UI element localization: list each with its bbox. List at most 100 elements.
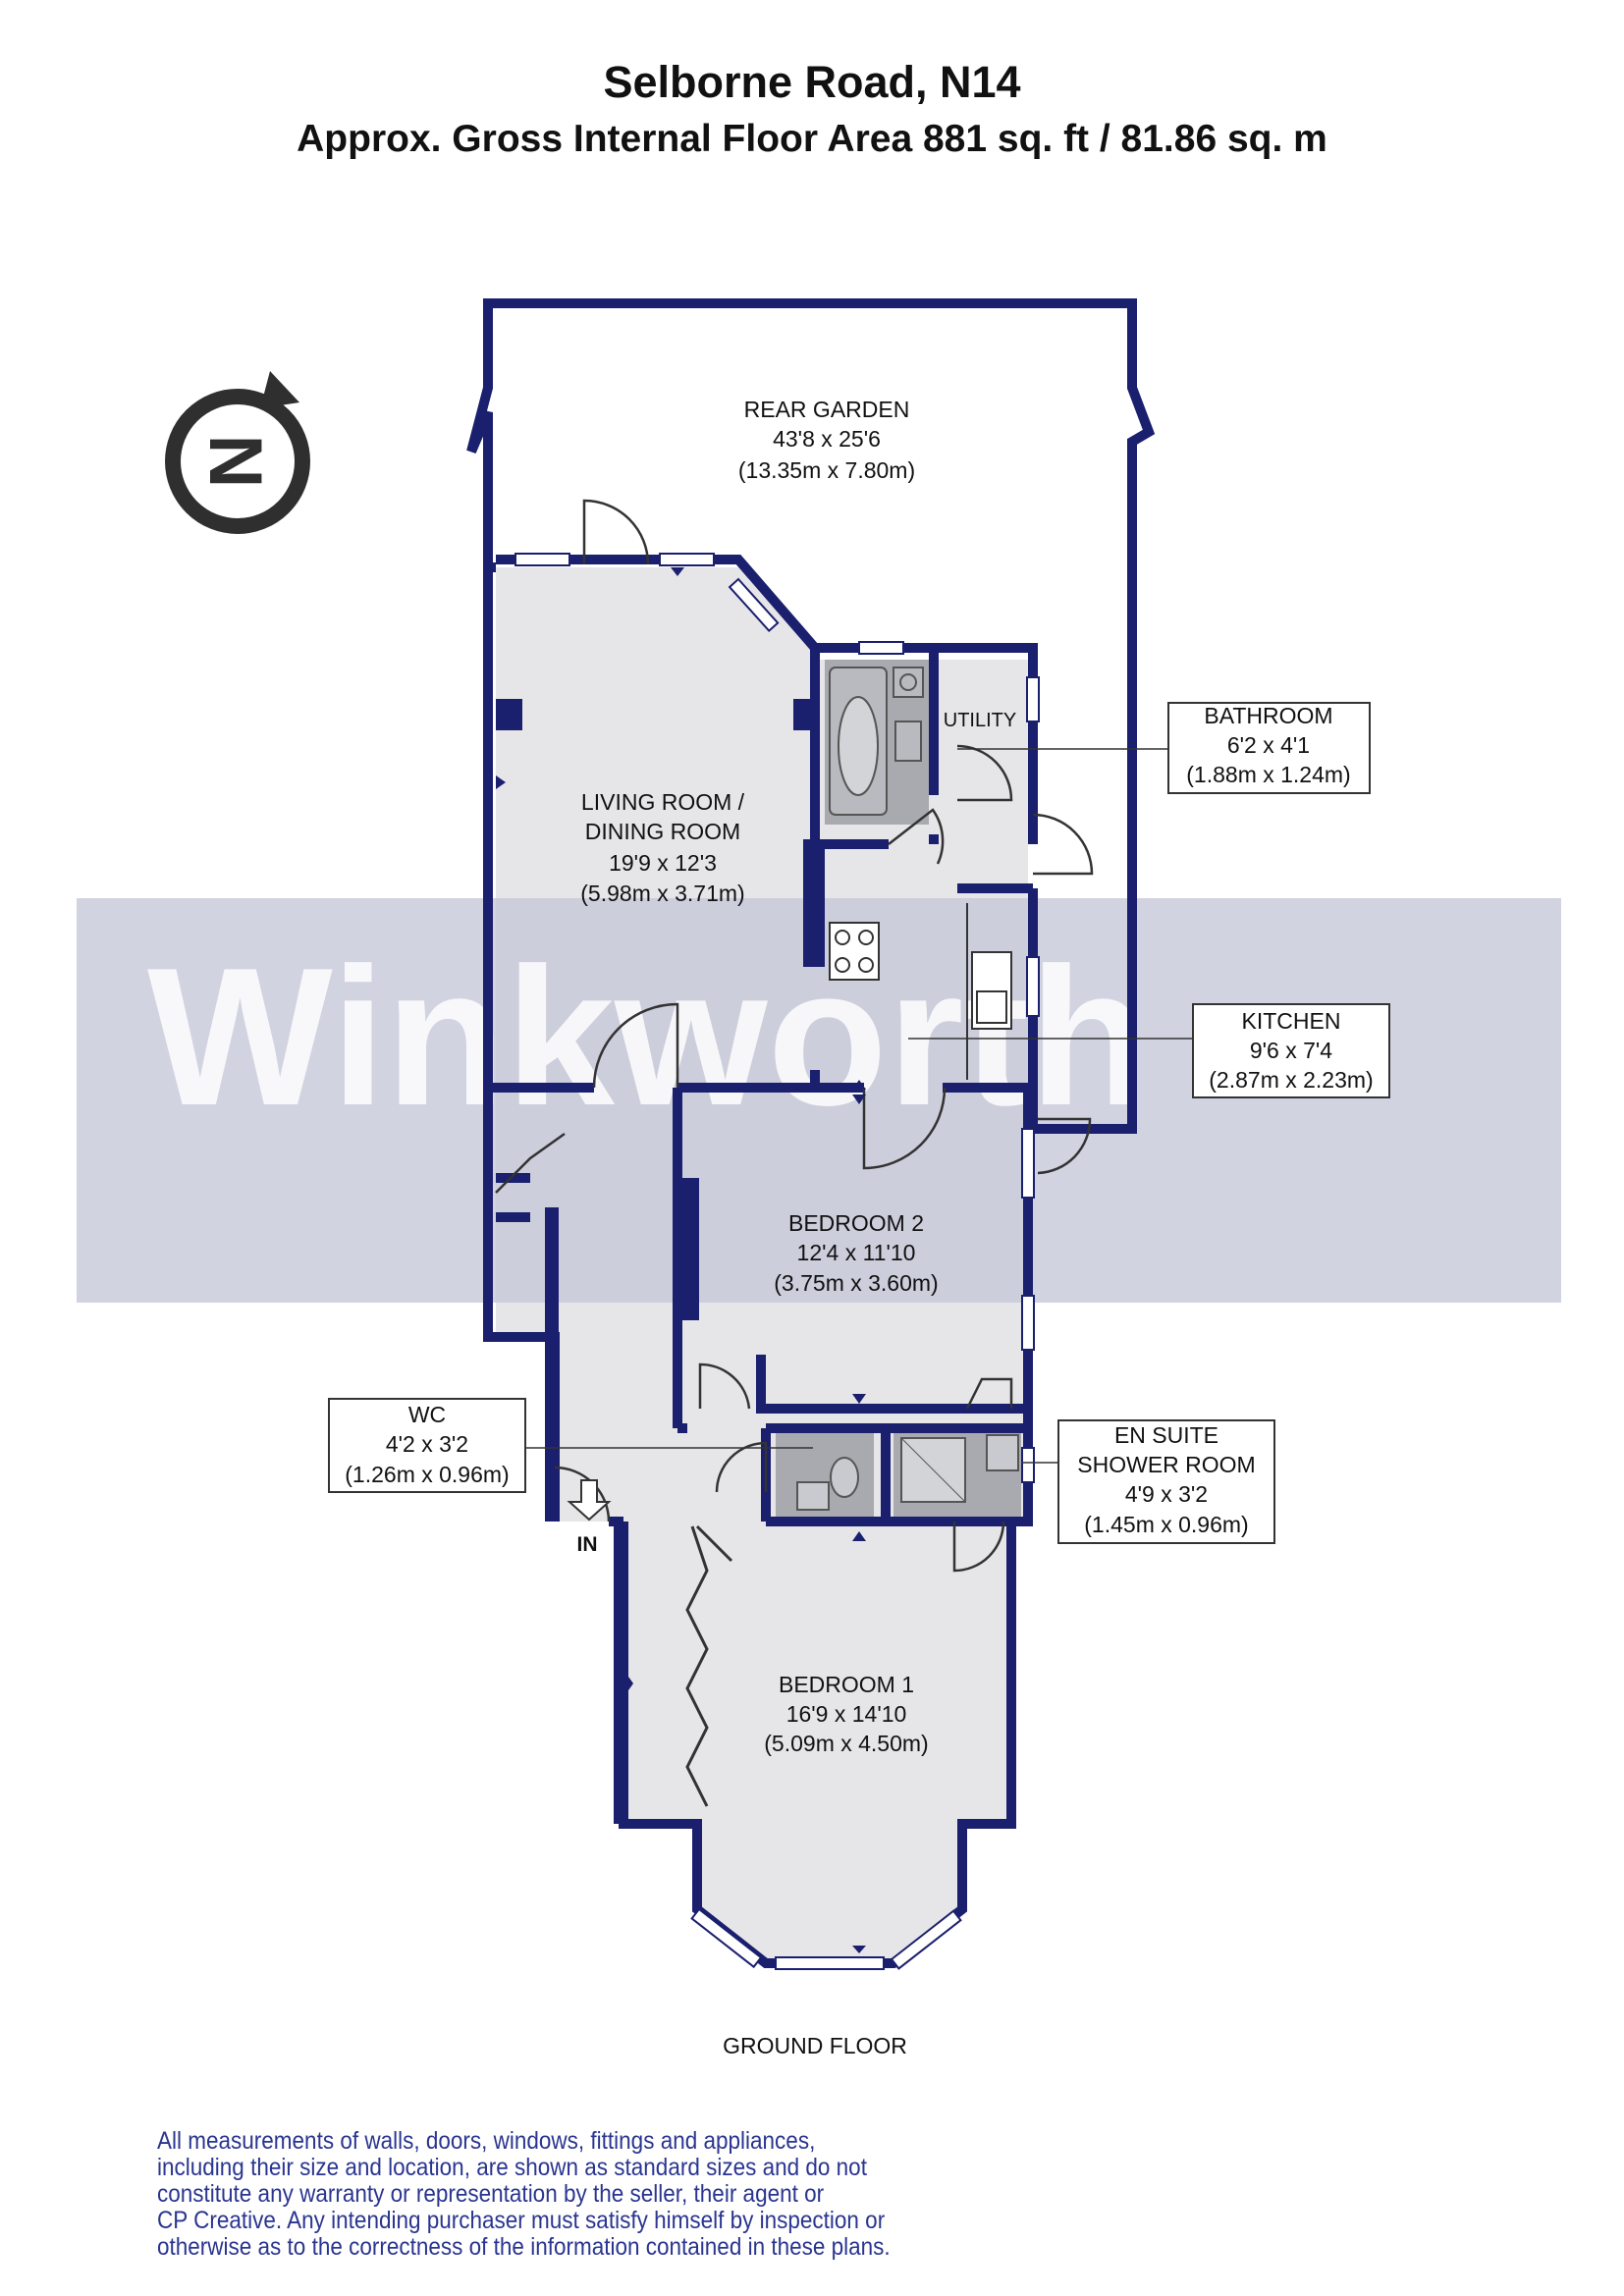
disclaimer-line: constitute any warranty or representatio… [157,2180,825,2208]
disclaimer-line: otherwise as to the correctness of the i… [157,2233,891,2261]
window-bedroom1-right [890,1909,962,1970]
entrance-label: IN [577,1533,598,1556]
floor-label: GROUND FLOOR [723,2033,907,2058]
callout-boxes [328,702,1390,1544]
door-ensuite [952,1521,1005,1573]
door-side-bedroom2 [1037,1117,1092,1175]
bath-basin [838,696,879,796]
bedroom1-west-block [614,1522,627,1824]
tick-kitchen-1 [852,1080,866,1090]
door-garden [582,499,650,565]
hob-ring-2 [858,930,874,945]
tick-kitchen-2 [852,1095,866,1104]
bedroom2-metric: (3.75m x 3.60m) [774,1270,938,1296]
living-room-metric: (5.98m x 3.71m) [580,881,744,906]
window-ensuite [1021,1447,1035,1483]
living-room-name-1: LIVING ROOM / [581,789,745,815]
bedroom2-wall-block [677,1178,699,1320]
basin-bathroom-tap [899,673,917,691]
wc-name: WC [408,1402,446,1427]
north-compass-icon: N [165,371,310,534]
kitchen-fixtures [829,903,1012,1080]
door-hall-cupboard [495,1132,566,1194]
living-room-imperial: 19'9 x 12'3 [609,850,717,876]
wardrobe-zigzag [685,1525,709,1807]
kitchen-callout-box [1192,1003,1390,1098]
kitchen-imperial: 9'6 x 7'4 [1250,1038,1332,1063]
kitchen-name: KITCHEN [1242,1008,1341,1034]
room-labels: REAR GARDEN 43'8 x 25'6 (13.35m x 7.80m)… [345,397,1373,2058]
window-living-1 [514,553,570,566]
entrance-arrow-icon [567,1479,612,1522]
bathroom-fixtures [825,660,929,825]
rear-garden-imperial: 43'8 x 25'6 [773,426,881,452]
kitchen-metric: (2.87m x 2.23m) [1209,1067,1373,1093]
ensuite-name-2: SHOWER ROOM [1077,1452,1255,1477]
compass-needle [260,371,299,408]
bedroom1-metric: (5.09m x 4.50m) [764,1731,928,1756]
compass-ring [165,389,310,534]
wc-callout-box [328,1398,526,1493]
living-chimney-right [793,699,820,730]
tick-bedroom1-3 [1006,1677,1011,1690]
tick-living-3 [810,775,820,789]
door-side-kitchen [1032,813,1094,876]
bedroom1-name: BEDROOM 1 [779,1672,914,1697]
door-bedroom2 [698,1362,751,1410]
door-bathroom [888,808,945,865]
door-utility-2 [965,1377,1013,1410]
toilet-bathroom [894,721,922,762]
arrow-ticks [496,567,1011,1953]
rear-garden-metric: (13.35m x 7.80m) [738,457,915,483]
door-kitchen-bedroom [862,1087,947,1170]
disclaimer-line: CP Creative. Any intending purchaser mus… [157,2207,886,2234]
hall-cupboard-wall [496,1173,530,1222]
bathroom-callout-box [1167,702,1371,794]
bathroom-metric: (1.88m x 1.24m) [1186,762,1350,787]
door-utility [956,744,1013,802]
ensuite-imperial: 4'9 x 3'2 [1125,1481,1208,1507]
sink-bowl [976,990,1007,1024]
bathroom-name: BATHROOM [1204,703,1332,728]
bedroom1-fill [623,1522,1011,1963]
bedroom2-south-wall [756,1355,1028,1433]
window-bedroom1-bay [775,1956,885,1970]
hob-ring-1 [835,930,850,945]
window-bedroom1-left [690,1907,763,1969]
bedroom1-imperial: 16'9 x 14'10 [786,1701,907,1727]
window-living-2 [659,553,715,566]
windows [514,553,1040,1970]
window-bedroom2-2 [1021,1295,1035,1351]
ensuite-basin [986,1434,1019,1471]
window-bedroom2-1 [1021,1128,1035,1199]
tick-bedroom1-1 [852,1531,866,1541]
hob-ring-3 [835,957,850,973]
compass-letter: N [193,435,277,489]
basin-bathroom [893,667,924,698]
wardrobe-line [695,1524,733,1563]
ensuite-name-1: EN SUITE [1114,1422,1218,1448]
utility-name: UTILITY [944,710,1016,731]
garden-boundary [466,298,1156,1134]
hall-wall-block [545,1207,559,1522]
bedroom2-name: BEDROOM 2 [788,1210,924,1236]
bedroom2-imperial: 12'4 x 11'10 [797,1240,916,1265]
window-kitchen [1026,956,1040,1017]
plan-title: Selborne Road, N14 [603,57,1021,107]
tick-living-2 [496,775,506,789]
wall-blocks [496,699,825,1824]
ensuite-metric: (1.45m x 0.96m) [1084,1512,1248,1537]
wc-ensuite-fixtures [776,1433,1021,1517]
tick-bedroom2-1 [852,1394,866,1404]
disclaimer: All measurements of walls, doors, window… [157,2128,917,2261]
door-living-hall [592,1002,679,1089]
tick-living-1 [671,567,684,576]
leader-lines [525,748,1193,1464]
tick-bedroom1-4 [852,1946,866,1953]
tick-bedroom1-2 [628,1677,633,1690]
wc-toilet [830,1457,859,1498]
wc-metric: (1.26m x 0.96m) [345,1462,509,1487]
shower-diagonal [900,1437,966,1503]
tick-bathroom [852,839,866,849]
